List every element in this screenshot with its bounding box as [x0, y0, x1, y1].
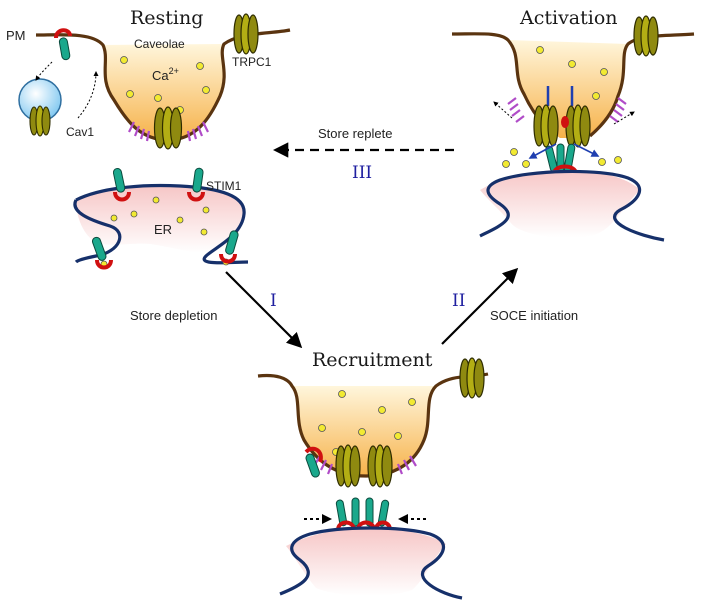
calcium-ion: [338, 390, 346, 398]
trpc1-channel: [367, 444, 393, 488]
soce-initiation-arrow: [441, 267, 519, 345]
resting-title: Resting: [130, 7, 203, 29]
activation-title: Activation: [519, 7, 618, 29]
calcium-ion: [394, 432, 402, 440]
trpc1-label: TRPC1: [232, 55, 272, 69]
calcium-ion: [196, 62, 204, 70]
cav1-coat: [313, 455, 417, 475]
calcium-ion: [152, 196, 160, 204]
resting-calcium-ions: [120, 56, 210, 114]
trpc1-channel: [335, 444, 361, 488]
exocytosis-arrow: [77, 71, 99, 119]
stim1-protein: [219, 230, 239, 264]
calcium-ion: [536, 46, 544, 54]
calcium-ion: [614, 156, 622, 164]
recruitment-plasma-membrane: [257, 372, 489, 478]
soce-initiation-step: SOCE initiation II: [441, 267, 578, 345]
calcium-ion: [318, 424, 326, 432]
trpc1-channel: [565, 104, 591, 148]
calcium-ion: [202, 86, 210, 94]
stim1-label: STIM1: [206, 179, 242, 193]
calcium-ion: [522, 160, 530, 168]
calcium-ion: [200, 228, 208, 236]
calcium-ion: [568, 60, 576, 68]
resting-panel: Resting PM Caveolae Ca2+ TRPC1 Cav1: [6, 7, 291, 150]
resting-er-panel: ER STIM1: [73, 167, 249, 270]
step-1-numeral: I: [270, 291, 277, 311]
step-3-numeral: III: [352, 163, 372, 183]
store-replete-step: Store replete III: [272, 126, 454, 183]
calcium-ion: [502, 160, 510, 168]
calcium-ion: [378, 406, 386, 414]
activation-er-membrane: [479, 169, 665, 242]
stim1-protein: [91, 236, 113, 270]
activation-er-lumen: [480, 170, 640, 238]
vesicle-trpc1-channel: [29, 105, 51, 137]
resting-er-lumen: [76, 185, 245, 253]
trpc1-channel: [633, 15, 659, 57]
cav1-coat: [507, 97, 627, 123]
recruitment-er-lumen: [286, 528, 446, 596]
stim1-protein: [54, 28, 72, 61]
calcium-ion: [154, 94, 162, 102]
caveolae-label: Caveolae: [134, 37, 185, 51]
calcium-ion: [598, 158, 606, 166]
endocytosis-arrow: [35, 61, 53, 81]
pm-label: PM: [6, 28, 26, 43]
calcium-ion: [130, 210, 138, 218]
calcium-ion: [592, 92, 600, 100]
recruitment-er-membrane: [279, 526, 463, 600]
trpc1-channel: [459, 357, 485, 399]
resting-er-membrane: [73, 183, 249, 265]
cav1-dissociation-arrow: [493, 101, 513, 119]
trpc1-channel: [533, 104, 559, 148]
recruitment-panel: Recruitment: [257, 349, 489, 600]
soce-initiation-label: SOCE initiation: [490, 308, 578, 323]
calcium-ion: [176, 216, 184, 224]
calcium-ion: [202, 206, 210, 214]
store-depletion-label: Store depletion: [130, 308, 217, 323]
cav1-coat: [128, 121, 209, 142]
activation-panel: Activation: [451, 7, 695, 242]
calcium-ion: [600, 68, 608, 76]
store-replete-label: Store replete: [318, 126, 392, 141]
er-label: ER: [154, 222, 172, 237]
calcium-ion: [408, 398, 416, 406]
store-depletion-arrow: [225, 271, 303, 349]
calcium-ion: [120, 56, 128, 64]
recruitment-title: Recruitment: [312, 349, 433, 371]
calcium-label: Ca2+: [152, 66, 179, 83]
ion-flow-lines: [546, 86, 574, 106]
calcium-ion: [110, 214, 118, 222]
stim1-protein: [112, 167, 131, 202]
store-depletion-step: Store depletion I: [130, 271, 303, 349]
calcium-ion: [126, 90, 134, 98]
trpc1-channel: [153, 106, 183, 150]
calcium-influx-arrow: [528, 143, 557, 159]
calcium-influx-arrow: [573, 143, 600, 157]
stim1-protein: [304, 446, 323, 478]
calcium-ion: [510, 148, 518, 156]
stim1-cluster: [335, 497, 392, 531]
calcium-ion: [358, 428, 366, 436]
stim1-protein: [187, 167, 205, 202]
trpc1-channel: [233, 13, 259, 55]
step-2-numeral: II: [452, 291, 465, 311]
cav1-label: Cav1: [66, 125, 94, 139]
resting-caveola-lumen: [103, 44, 225, 140]
